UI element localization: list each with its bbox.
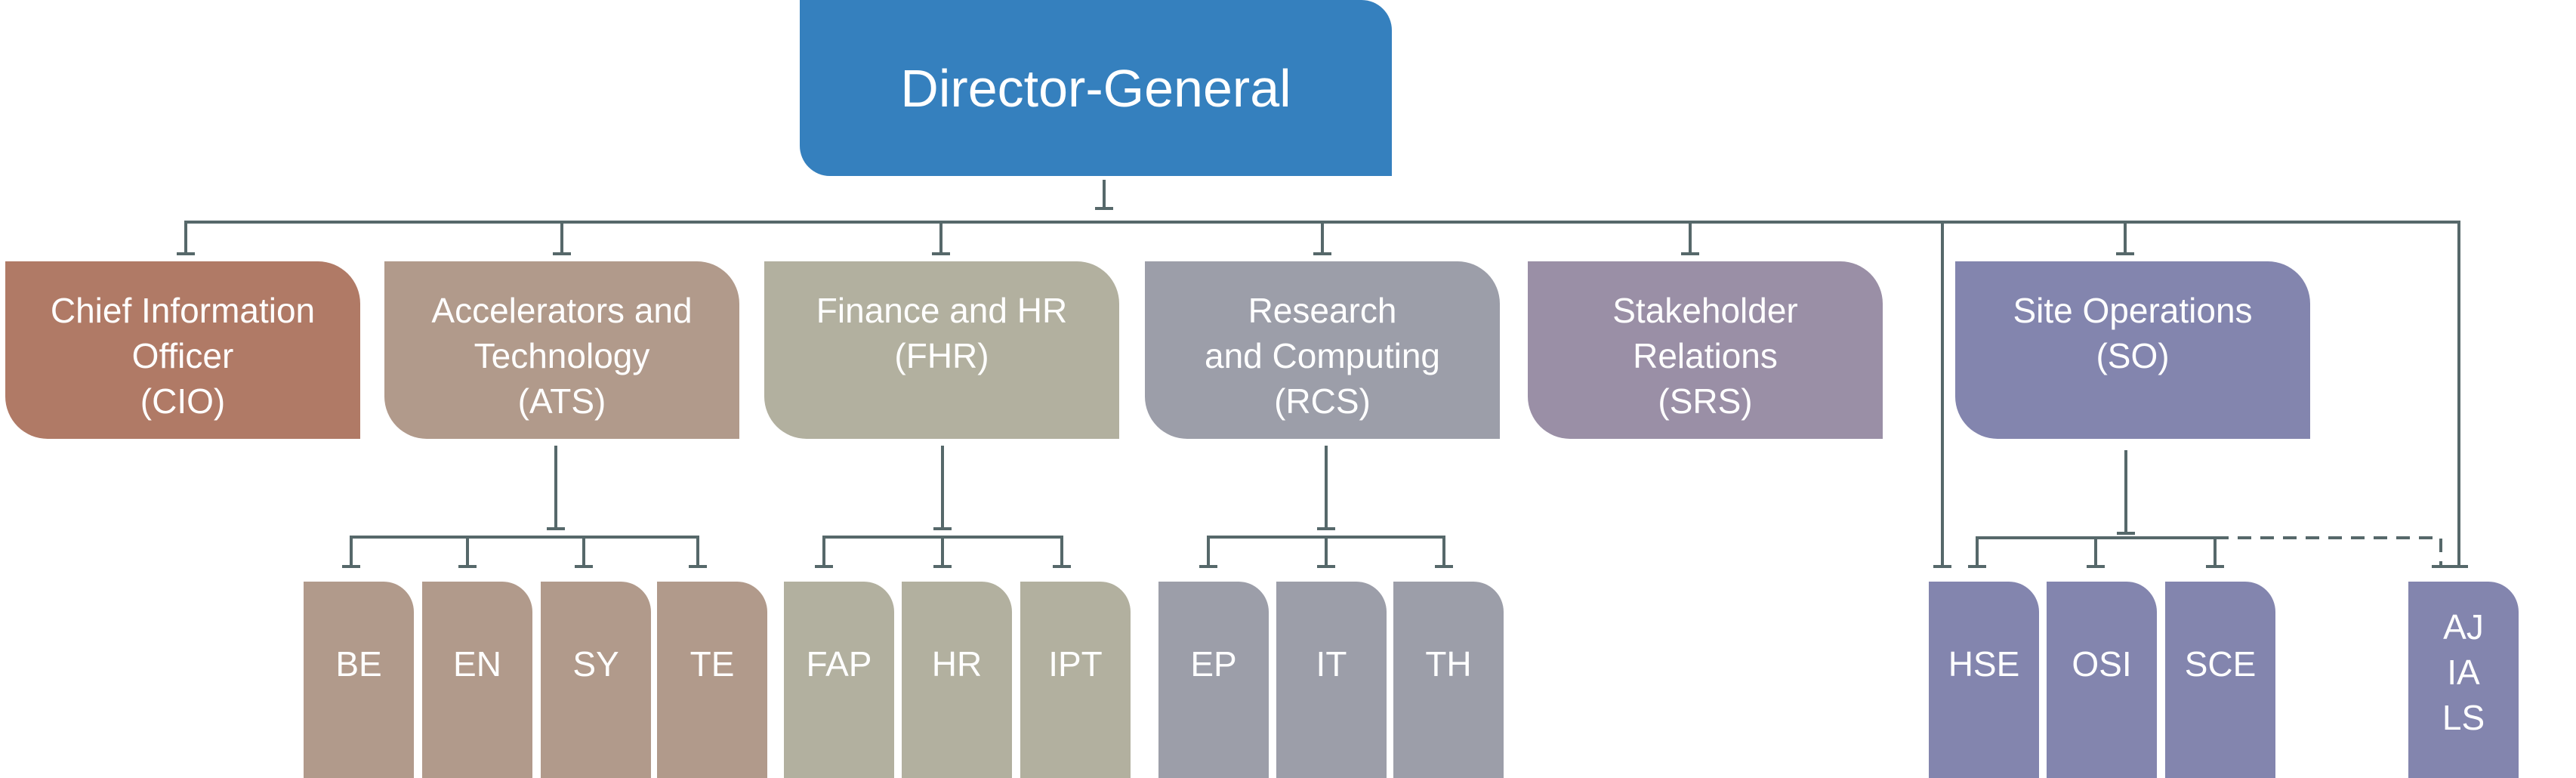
dept-label: (SRS): [1658, 381, 1753, 421]
unit-label: IPT: [1048, 644, 1103, 684]
unit-th: TH: [1393, 582, 1504, 778]
unit-osi: OSI: [2047, 582, 2157, 778]
unit-be: BE: [304, 582, 414, 778]
unit-sce: SCE: [2165, 582, 2275, 778]
dept-label: (SO): [2096, 336, 2170, 375]
dept-rcs: Research and Computing (RCS): [1145, 261, 1500, 439]
unit-label: SCE: [2184, 644, 2257, 684]
unit-label: SY: [572, 644, 619, 684]
unit-label: OSI: [2072, 644, 2132, 684]
director-general-label: Director-General: [900, 58, 1291, 118]
unit-label: LS: [2442, 698, 2485, 737]
unit-label: IA: [2447, 653, 2480, 692]
dept-label: (ATS): [517, 381, 606, 421]
dept-label: (CIO): [140, 381, 226, 421]
department-drops: [177, 222, 2134, 255]
dept-label: Technology: [474, 336, 650, 375]
unit-label: FAP: [806, 644, 872, 684]
unit-label: TH: [1425, 644, 1472, 684]
unit-label: AJ: [2443, 607, 2484, 647]
director-general-box: Director-General: [800, 0, 1392, 176]
unit-it: IT: [1276, 582, 1387, 778]
dept-label: Accelerators and: [431, 291, 693, 330]
unit-hse: HSE: [1929, 582, 2039, 778]
unit-ipt: IPT: [1020, 582, 1131, 778]
unit-label: TE: [690, 644, 735, 684]
fhr-connector: [815, 446, 1071, 568]
unit-label: BE: [335, 644, 382, 684]
dept-ats: Accelerators and Technology (ATS): [384, 261, 739, 439]
dept-label: Research: [1248, 291, 1397, 330]
dept-label: and Computing: [1205, 336, 1440, 375]
unit-te: TE: [657, 582, 767, 778]
dept-fhr: Finance and HR (FHR): [764, 261, 1119, 439]
unit-label: EP: [1190, 644, 1237, 684]
ats-connector: [342, 446, 707, 568]
dept-label: Site Operations: [2013, 291, 2253, 330]
dept-label: Stakeholder: [1612, 291, 1798, 330]
unit-fap: FAP: [784, 582, 894, 778]
dept-label: Finance and HR: [816, 291, 1068, 330]
director-connector: [1095, 180, 1113, 210]
dept-label: Chief Information: [50, 291, 316, 330]
unit-label: EN: [453, 644, 501, 684]
unit-label: HR: [931, 644, 983, 684]
dept-label: Relations: [1633, 336, 1778, 375]
unit-sy: SY: [541, 582, 651, 778]
unit-en: EN: [422, 582, 532, 778]
dept-cio: Chief Information Officer (CIO): [5, 261, 360, 439]
rcs-connector: [1199, 446, 1453, 568]
unit-hr: HR: [902, 582, 1012, 778]
unit-label: IT: [1316, 644, 1347, 684]
unit-label: HSE: [1948, 644, 2020, 684]
dept-so: Site Operations (SO): [1955, 261, 2310, 439]
dept-label: (RCS): [1274, 381, 1371, 421]
dept-label: (FHR): [894, 336, 989, 375]
so-connector: [1968, 450, 2450, 568]
dept-label: Officer: [131, 336, 234, 375]
unit-aj-ia-ls: AJ IA LS: [2408, 582, 2519, 778]
unit-ep: EP: [1158, 582, 1269, 778]
dept-srs: Stakeholder Relations (SRS): [1528, 261, 1883, 439]
